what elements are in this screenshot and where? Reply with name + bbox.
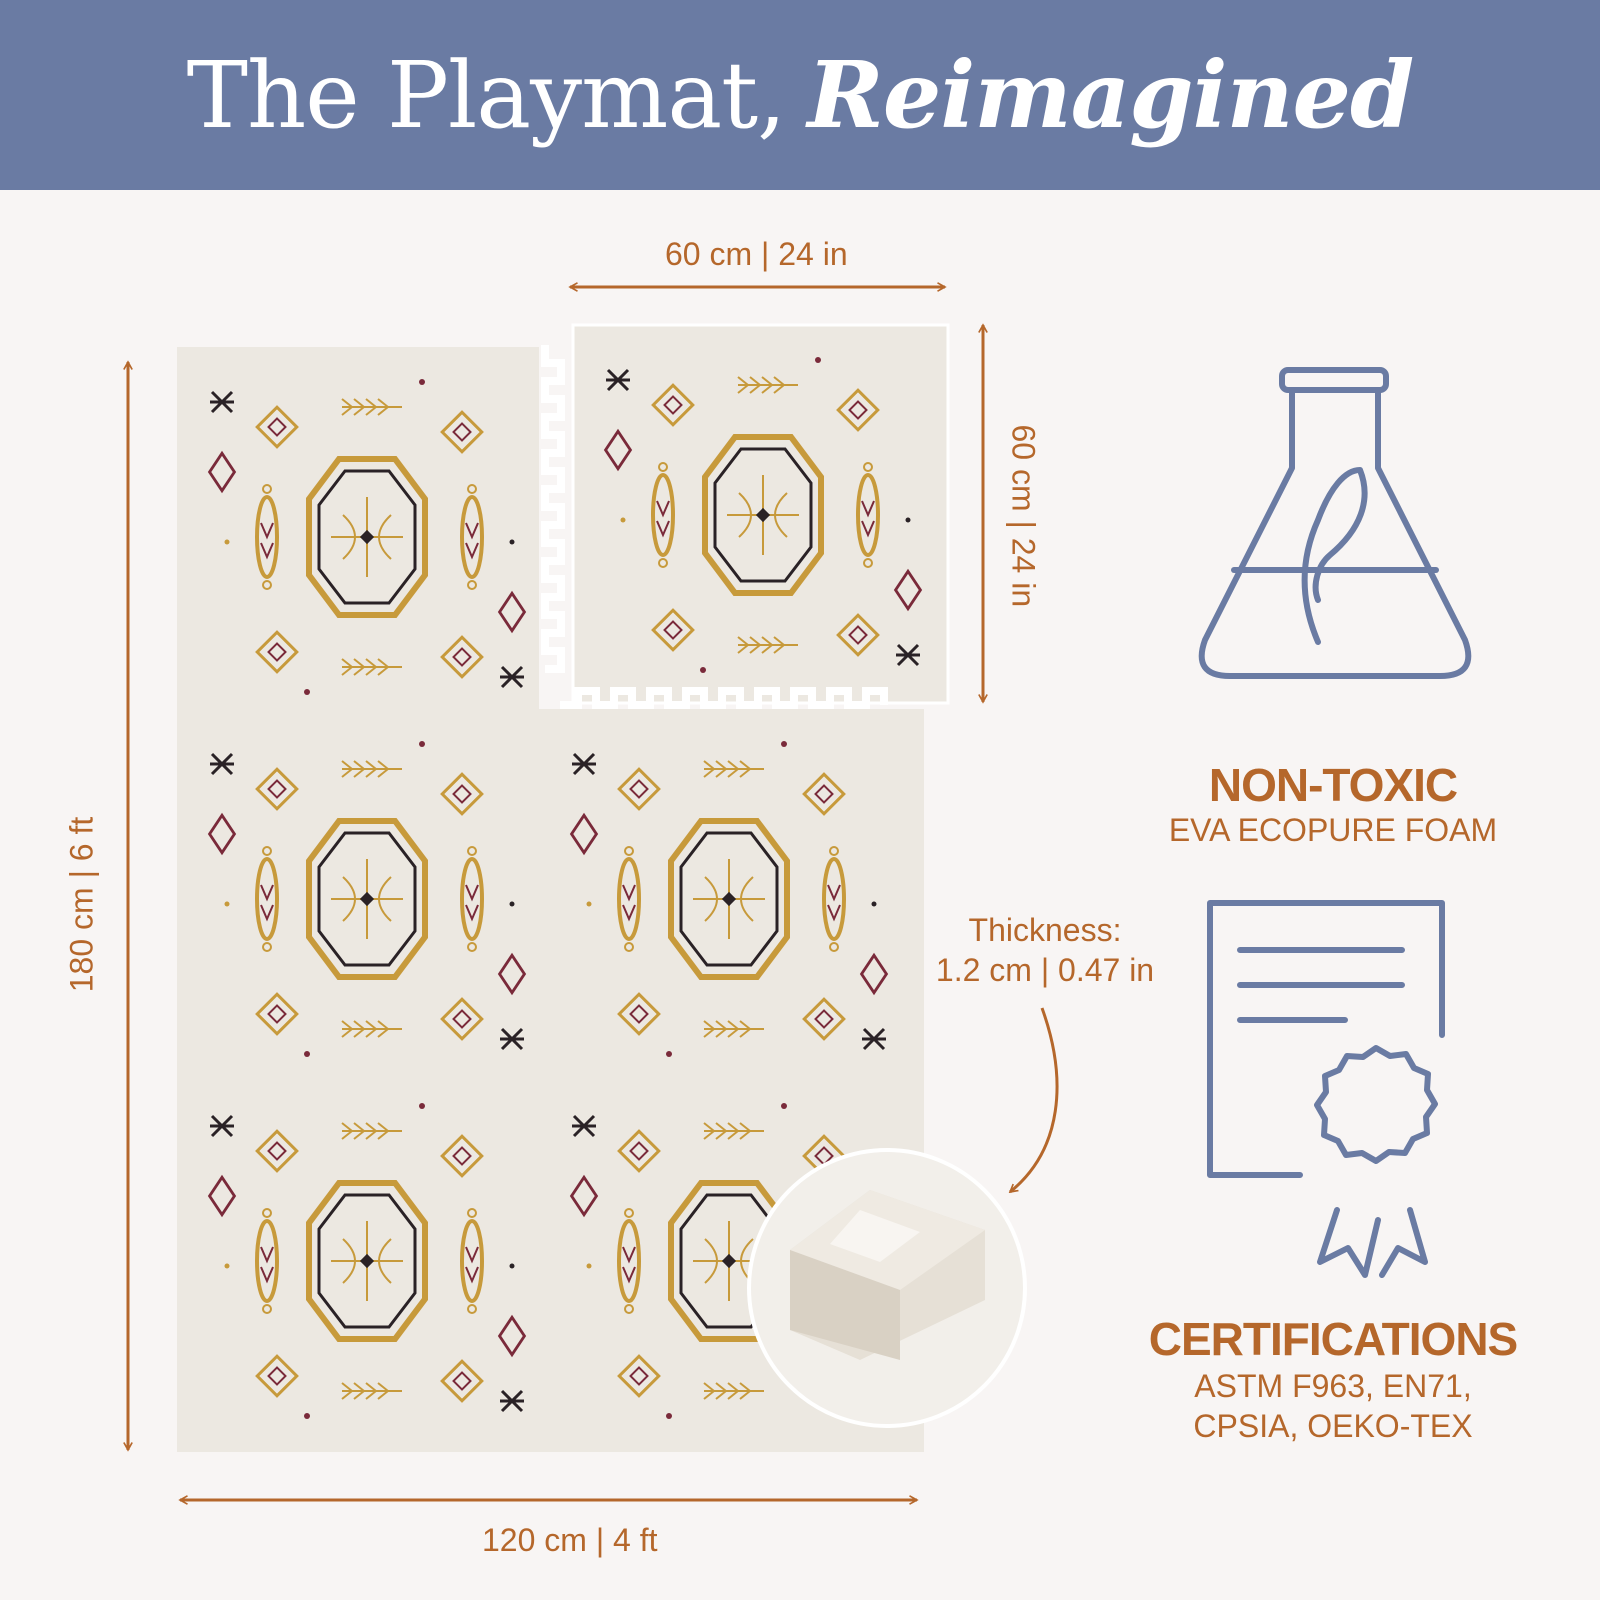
feature-subtitle-nontoxic: EVA ECOPURE FOAM — [1168, 812, 1498, 848]
feature-title-nontoxic: NON-TOXIC — [1208, 759, 1458, 811]
thickness-label: Thickness: — [968, 912, 1122, 948]
playmat — [177, 323, 950, 1452]
thickness-caption: Thickness: 1.2 cm | 0.47 in — [915, 910, 1175, 990]
puzzle-edge — [560, 687, 888, 709]
thickness-arrow — [1010, 1007, 1059, 1194]
tile-width-label: 60 cm | 24 in — [665, 236, 848, 272]
feature-subtitle-certifications: ASTM F963, EN71, CPSIA, OEKO-TEX — [1103, 1366, 1563, 1446]
mat-width-label: 120 cm | 4 ft — [482, 1522, 658, 1558]
certifications-line-1: ASTM F963, EN71, — [1194, 1368, 1472, 1404]
title-emphasis: Reimagined — [807, 41, 1414, 149]
thickness-value: 1.2 cm | 0.47 in — [935, 952, 1155, 988]
feature-title-certifications: CERTIFICATIONS — [1148, 1313, 1518, 1365]
certifications-line-2: CPSIA, OEKO-TEX — [1193, 1408, 1473, 1444]
flask-leaf-icon — [1198, 367, 1472, 679]
certificate-ribbon-icon — [1207, 900, 1445, 1278]
dimension-arrows — [128, 287, 1059, 1500]
tile-height-label: 60 cm | 24 in — [1005, 424, 1042, 608]
foam-closeup — [747, 1148, 1027, 1428]
title-regular: The Playmat, — [186, 41, 787, 149]
header-banner: The Playmat, Reimagined — [0, 0, 1600, 190]
puzzle-edge — [541, 345, 565, 673]
mat-height-label: 180 cm | 6 ft — [63, 816, 100, 993]
